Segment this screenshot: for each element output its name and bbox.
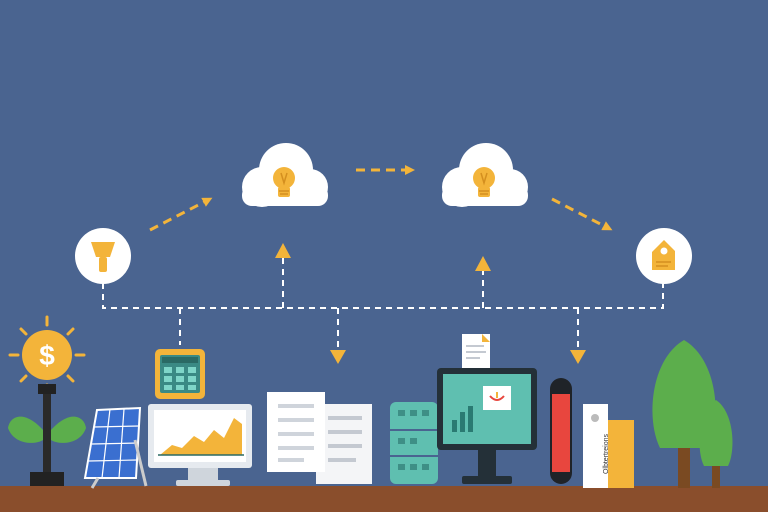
leaf-right — [51, 416, 86, 443]
lightbulb-icon — [473, 167, 495, 197]
cloud-node-2 — [442, 143, 528, 207]
ground — [0, 486, 768, 512]
lightbulb-icon — [273, 167, 295, 197]
funnel-node — [75, 228, 131, 284]
flow-arrows — [149, 165, 613, 232]
sun-lamp: $ — [8, 315, 86, 486]
monitor-icon — [437, 368, 537, 484]
leaf-left — [8, 416, 43, 443]
lamp-pole — [43, 394, 51, 474]
svg-text:$: $ — [39, 340, 55, 371]
cloud-node-1 — [242, 143, 328, 207]
binder-icon: Olbtertreions — [583, 404, 634, 488]
report-document-icon — [462, 334, 490, 368]
documents-icon — [267, 392, 372, 484]
arrow-up-icon — [475, 256, 491, 271]
arrow-up-icon — [275, 243, 291, 258]
area-chart-icon — [160, 418, 242, 455]
funnel-icon — [91, 242, 115, 272]
connector-arrowheads — [275, 243, 586, 364]
bar-chart-icon — [452, 406, 473, 432]
flow-arrow-1 — [149, 197, 213, 232]
binder-spine-text: Olbtertreions — [603, 433, 610, 474]
laptop-chart — [148, 404, 252, 486]
server-rack-icon — [390, 402, 438, 484]
connector-lines — [102, 255, 664, 352]
dollar-sign-icon — [22, 330, 72, 380]
solar-panel-icon — [83, 406, 148, 489]
flow-arrow-3 — [551, 197, 613, 231]
tag-icon — [652, 240, 675, 270]
battery-icon — [550, 378, 572, 484]
bottom-bus-line — [102, 283, 664, 309]
tag-node — [636, 228, 692, 284]
arrow-down-icon — [330, 350, 346, 364]
arrow-down-icon — [570, 350, 586, 364]
tree-icon — [652, 340, 733, 488]
calculator-icon — [155, 349, 205, 399]
sun-rays — [8, 315, 86, 395]
